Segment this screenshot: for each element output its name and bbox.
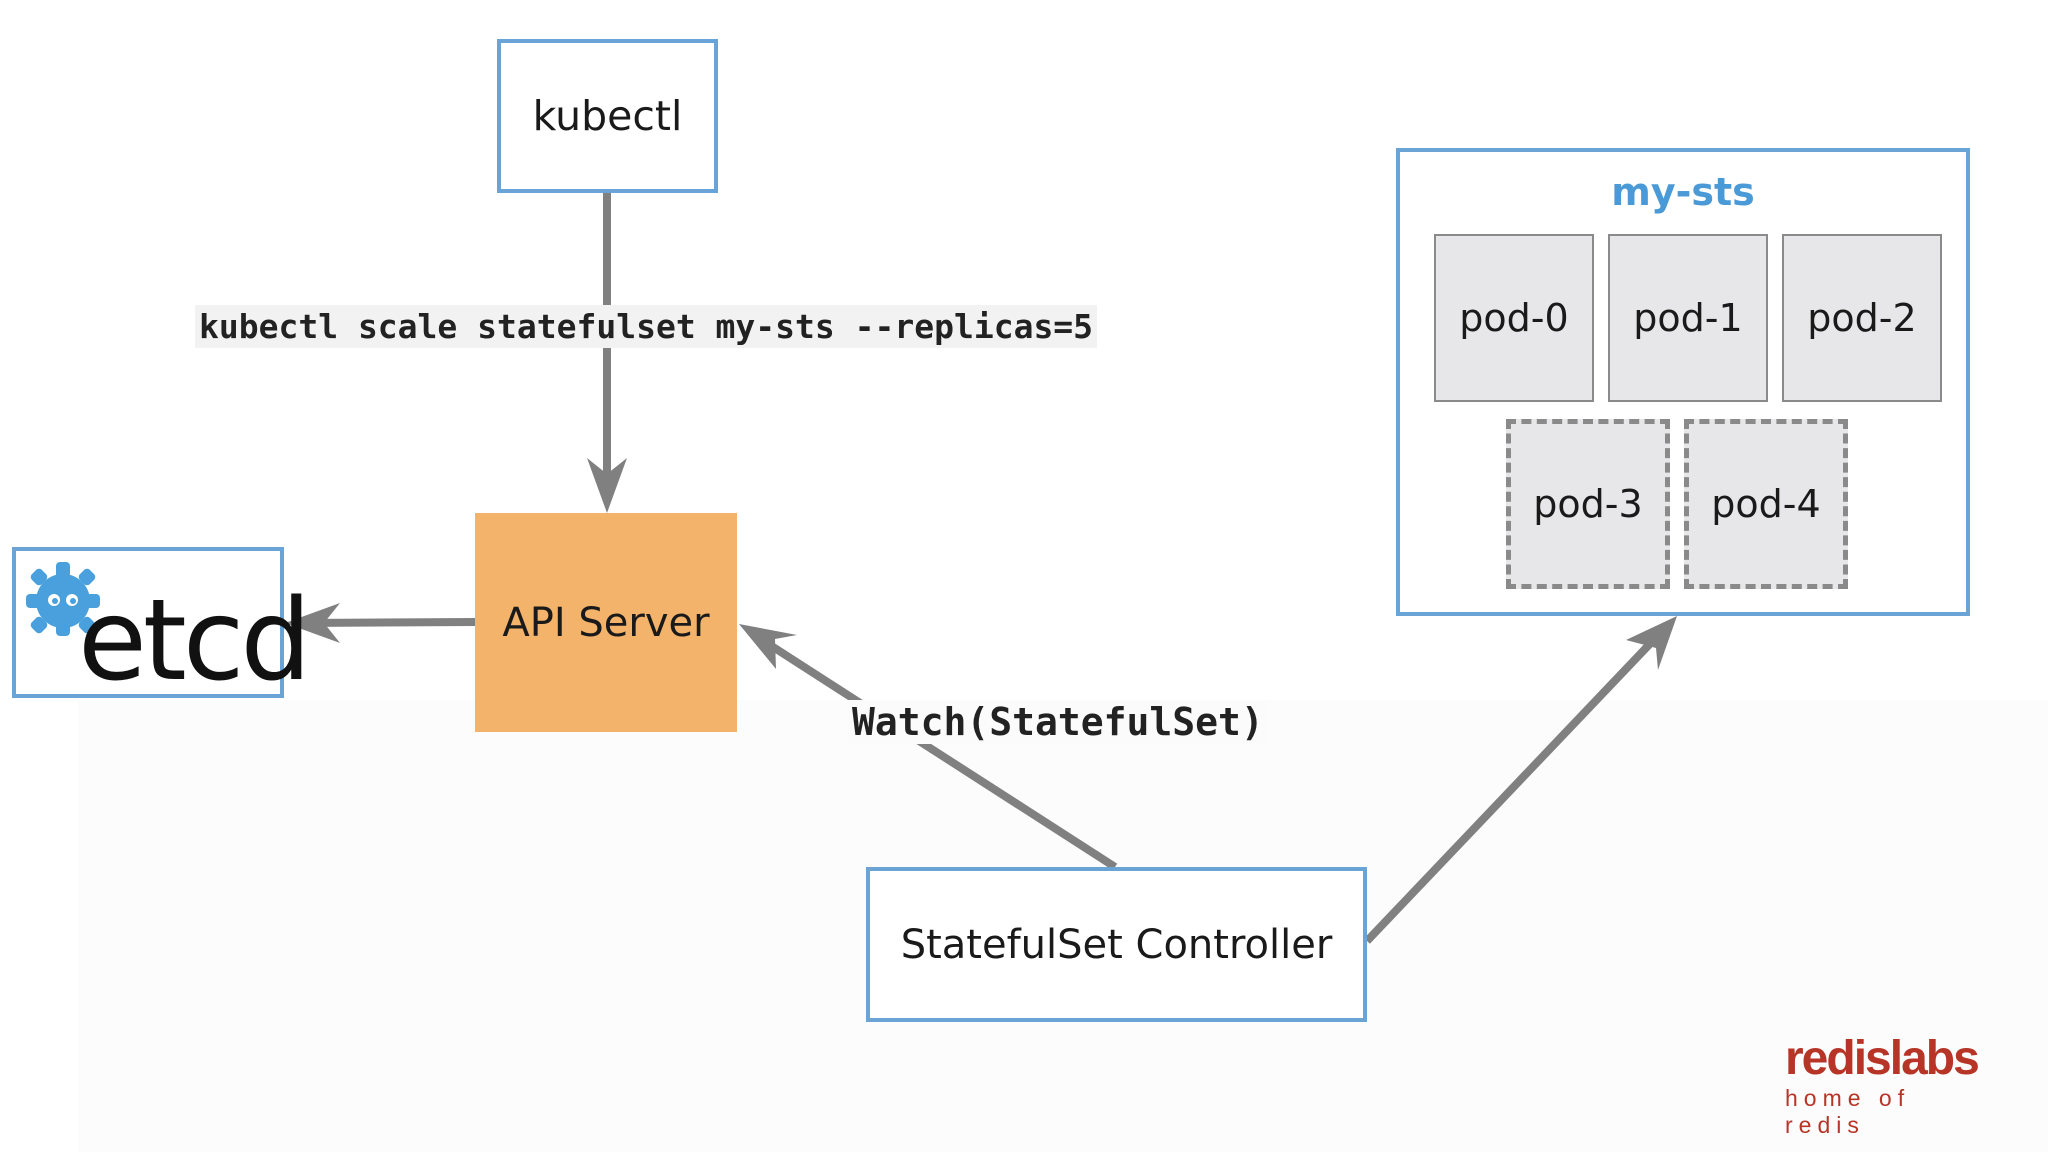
kubectl-label: kubectl <box>532 92 683 140</box>
arrowhead-etcd <box>285 603 340 643</box>
arrow-controller-to-api <box>753 632 1118 871</box>
arrowhead-api-right <box>739 624 797 669</box>
pod-box-pending: pod-3 <box>1506 419 1670 589</box>
scale-command-label: kubectl scale statefulset my-sts --repli… <box>195 305 1098 348</box>
brand-tagline: home of redis <box>1785 1085 1911 1138</box>
arrowhead-sts <box>1626 616 1677 670</box>
etcd-label: etcd <box>78 576 311 706</box>
etcd-box: etcd <box>12 547 311 698</box>
pod-box: pod-0 <box>1434 234 1594 402</box>
brand-name: redislabs <box>1785 1032 1980 1085</box>
watch-label: Watch(StatefulSet) <box>848 700 1268 744</box>
arrowhead-api-top <box>587 458 627 513</box>
api-server-label: API Server <box>502 599 710 646</box>
statefulset-title: my-sts <box>1611 170 1755 214</box>
api-server-box: API Server <box>475 513 737 732</box>
statefulset-controller-box: StatefulSet Controller <box>866 867 1367 1022</box>
pod-box: pod-1 <box>1608 234 1768 402</box>
statefulset-controller-label: StatefulSet Controller <box>900 921 1333 968</box>
statefulset-box: my-sts pod-0 pod-1 pod-2 pod-3 pod-4 <box>1396 148 1970 616</box>
pod-box-pending: pod-4 <box>1684 419 1848 589</box>
pod-box: pod-2 <box>1782 234 1942 402</box>
redislabs-logo: redislabs home of redis <box>1785 1035 1995 1139</box>
arrow-controller-to-sts <box>1364 624 1669 944</box>
kubectl-box: kubectl <box>497 39 718 193</box>
etcd-logo-icon <box>26 562 100 636</box>
arrow-api-to-etcd <box>299 618 476 627</box>
